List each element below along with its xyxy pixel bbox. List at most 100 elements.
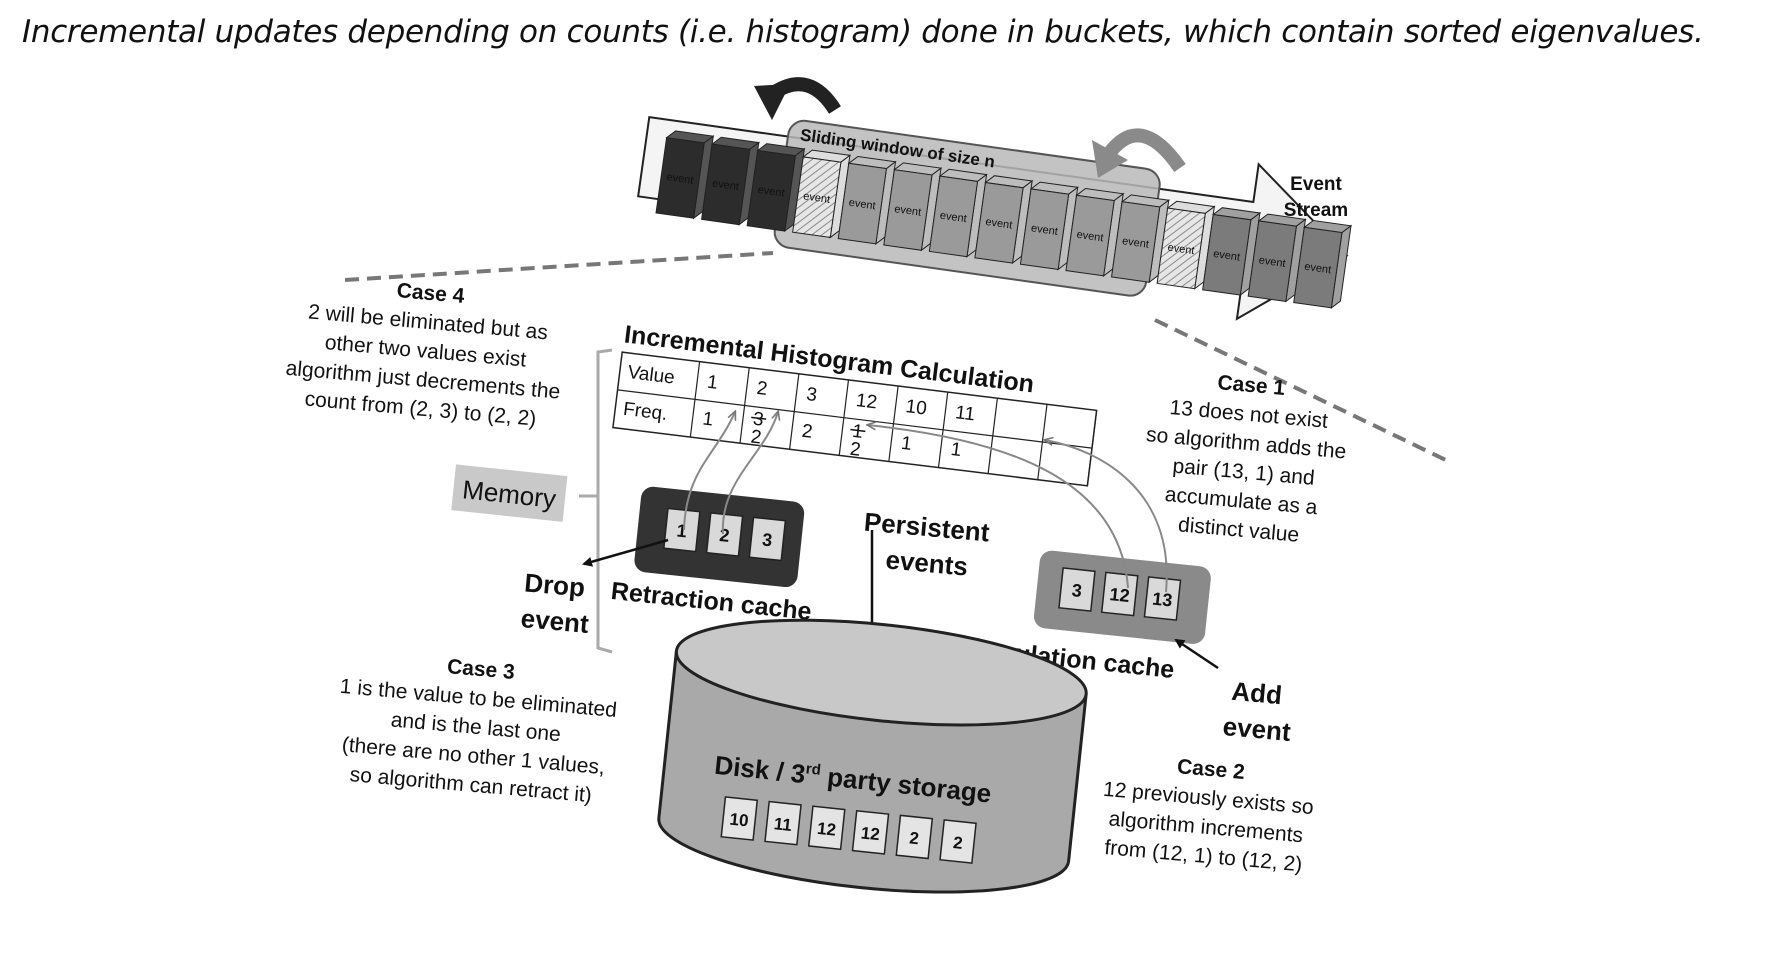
histogram-value-cell: 3 bbox=[805, 384, 818, 406]
event-label: event bbox=[1076, 229, 1104, 245]
event-block: event bbox=[655, 130, 715, 220]
case-line: 1 is the value to be eliminated bbox=[339, 675, 618, 722]
event-block: event bbox=[1110, 194, 1171, 284]
event-stream-label-2: Stream bbox=[1284, 200, 1348, 221]
page-title: Incremental updates depending on counts … bbox=[22, 14, 1704, 50]
event-label: event bbox=[1212, 248, 1240, 264]
event-label: event bbox=[1258, 254, 1286, 270]
event-stream-label-1: Event bbox=[1290, 174, 1342, 195]
case-title: Case 2 bbox=[1176, 755, 1245, 784]
event-block: event bbox=[1019, 181, 1079, 271]
event-label: event bbox=[711, 178, 739, 194]
event-block: event bbox=[1065, 187, 1125, 277]
rotate-right-arrow bbox=[1102, 128, 1186, 173]
memory-bracket bbox=[596, 348, 613, 654]
svg-text:12: 12 bbox=[1109, 584, 1131, 606]
event-label: event bbox=[1030, 222, 1058, 238]
histogram-freq-cell: 1 bbox=[900, 433, 913, 455]
histogram-freq-cell: 1 bbox=[701, 409, 714, 431]
event-block: event bbox=[701, 136, 761, 226]
cache-item: 2 bbox=[705, 512, 744, 557]
cache-item: 1 bbox=[663, 507, 701, 553]
histogram-freq-cell: 2 bbox=[801, 421, 814, 443]
event-block: event bbox=[1202, 207, 1262, 297]
svg-text:12: 12 bbox=[816, 819, 837, 840]
event-label: event bbox=[666, 171, 694, 187]
event-block: event bbox=[928, 168, 988, 258]
accumulation-items: 3 12 13 bbox=[1058, 567, 1182, 621]
histogram-value-cell: 2 bbox=[756, 378, 769, 400]
case-title: Case 3 bbox=[446, 655, 515, 684]
cache-item: 3 bbox=[748, 516, 787, 562]
histogram-value-cell: 12 bbox=[855, 390, 879, 413]
case-title: Case 4 bbox=[396, 279, 466, 308]
case-line: distinct value bbox=[1177, 513, 1300, 546]
persistent-events-label-1: Persistent bbox=[863, 507, 991, 548]
drop-event-label-1: Drop bbox=[523, 567, 586, 602]
drop-event-arrow bbox=[582, 538, 669, 567]
event-label: event bbox=[757, 184, 785, 200]
freq-strike bbox=[751, 416, 767, 420]
histogram-value-cell: 10 bbox=[904, 396, 928, 419]
storage-item: 12 bbox=[807, 805, 846, 851]
histogram-freq-new: 2 bbox=[849, 439, 862, 461]
histogram-value-cell: 1 bbox=[706, 372, 719, 394]
histogram-freq-new: 2 bbox=[750, 427, 763, 449]
event-block: event bbox=[792, 149, 852, 239]
svg-text:3: 3 bbox=[1071, 580, 1083, 601]
add-event-label-1: Add bbox=[1230, 676, 1283, 710]
add-event-label-2: event bbox=[1222, 711, 1293, 747]
event-label: event bbox=[802, 190, 830, 206]
cache-item: 12 bbox=[1100, 571, 1139, 617]
memory-box: Memory bbox=[451, 464, 568, 522]
histogram-freq-cell: 1 bbox=[851, 421, 864, 443]
zoom-line-left bbox=[344, 251, 774, 282]
svg-text:2: 2 bbox=[952, 833, 963, 853]
freq-strike bbox=[850, 428, 866, 433]
event-block: event bbox=[1247, 213, 1307, 303]
case-title: Case 1 bbox=[1217, 371, 1287, 400]
storage-items: 10 11 12 12 2 2 bbox=[720, 796, 977, 864]
event-label: event bbox=[939, 210, 967, 226]
update-arrows bbox=[683, 412, 1168, 593]
svg-text:12: 12 bbox=[860, 823, 881, 844]
drop-event-label-2: event bbox=[520, 603, 591, 639]
event-block: event bbox=[883, 162, 943, 252]
storage-item: 11 bbox=[764, 800, 802, 846]
svg-text:3: 3 bbox=[761, 529, 773, 550]
histogram-freq-cell: 1 bbox=[950, 439, 963, 461]
svg-text:11: 11 bbox=[773, 814, 793, 835]
event-block: event bbox=[837, 155, 897, 245]
svg-text:1: 1 bbox=[676, 520, 688, 541]
storage-item: 12 bbox=[851, 809, 890, 855]
storage-item: 2 bbox=[895, 814, 934, 860]
svg-text:2: 2 bbox=[908, 828, 919, 848]
cache-item: 13 bbox=[1143, 576, 1182, 621]
rotate-right-arrow-head bbox=[1092, 140, 1128, 178]
histogram-freq-cell: 3 bbox=[752, 409, 765, 431]
histogram: Incremental Histogram Calculation ValueF… bbox=[612, 320, 1098, 487]
storage-item: 2 bbox=[939, 819, 977, 864]
event-block: event bbox=[1293, 219, 1353, 309]
case-3: Case 31 is the value to be eliminatedand… bbox=[339, 655, 618, 807]
zoom-line-right bbox=[1154, 318, 1453, 465]
event-label: event bbox=[1167, 242, 1195, 258]
event-label: event bbox=[1304, 261, 1332, 277]
event-block: event bbox=[974, 175, 1034, 265]
event-label: event bbox=[848, 197, 876, 213]
svg-text:10: 10 bbox=[729, 810, 750, 831]
event-block: event bbox=[746, 143, 806, 233]
rotate-left-arrow-head bbox=[754, 84, 790, 120]
event-label: event bbox=[985, 216, 1013, 232]
event-label: event bbox=[1121, 235, 1149, 251]
